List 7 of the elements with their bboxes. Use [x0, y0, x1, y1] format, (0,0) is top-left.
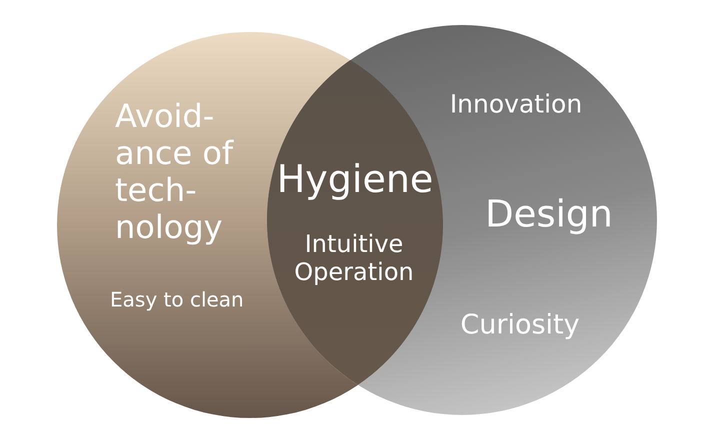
keyword-text: Easy to clean	[110, 288, 244, 312]
keyword-text: Innovation	[450, 90, 582, 120]
keyword-text: Intuitive Operation	[293, 230, 415, 286]
keyword-text: Curiosity	[460, 309, 580, 341]
heading-text: Design	[485, 194, 613, 236]
heading-text: Hygiene	[276, 158, 434, 202]
heading-text: Avoid- ance of tech- nology	[115, 98, 235, 246]
